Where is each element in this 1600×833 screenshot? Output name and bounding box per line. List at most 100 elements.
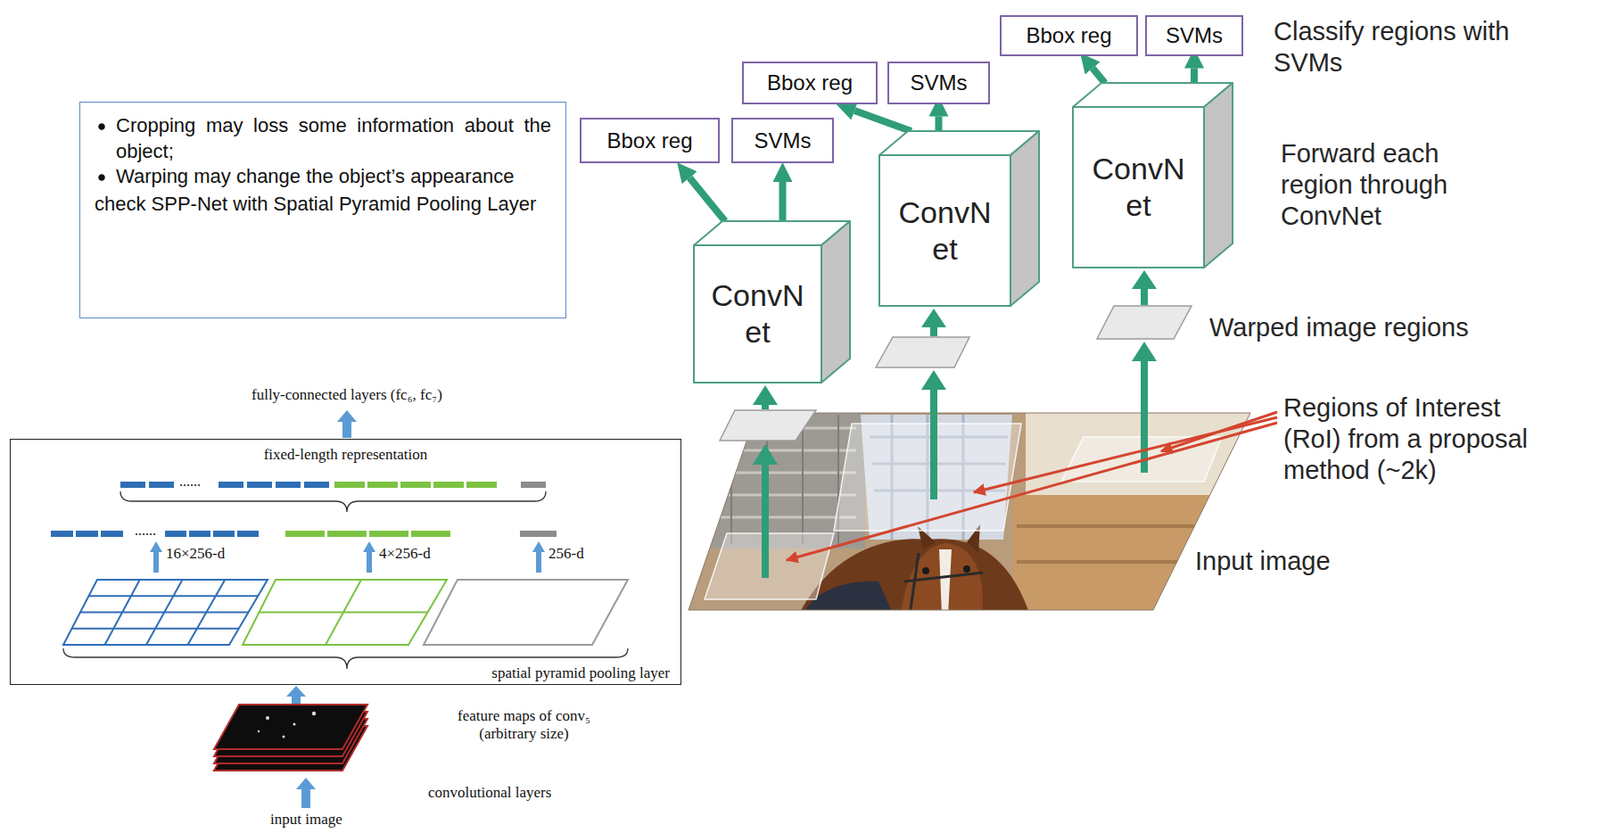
convnet-face: ConvN et <box>879 155 1011 306</box>
input-photo <box>677 405 1267 620</box>
input-photo <box>704 428 857 518</box>
flow-arrow <box>153 551 159 573</box>
flow-arrow <box>366 551 372 573</box>
flow-arrow <box>362 541 376 553</box>
label-text: Regions of Interest (RoI) from a proposa… <box>1283 392 1547 486</box>
feed-arrow <box>1131 270 1157 289</box>
leader-arrow <box>786 422 1278 561</box>
pooled-bars <box>247 481 273 488</box>
pyramid-grid <box>72 579 259 645</box>
label-text: input image <box>270 810 343 829</box>
output-box: Bbox reg <box>999 15 1139 57</box>
connector-arrow <box>1092 68 1106 84</box>
pyramid-grid <box>63 579 268 645</box>
node-text: ConvN et <box>711 277 805 351</box>
pooled-bars <box>285 530 325 537</box>
flow-arrow <box>286 685 306 697</box>
flow-arrow <box>301 788 311 809</box>
pooled-bars <box>520 481 546 488</box>
flow-arrow <box>337 410 357 422</box>
pooled-bars <box>148 481 174 488</box>
pooled-bars <box>213 530 235 537</box>
feature-maps <box>257 711 316 739</box>
convnet-block: ConvN et <box>693 221 850 383</box>
node-text: fixed-length representation <box>10 446 681 463</box>
output-box: SVMs <box>887 61 990 105</box>
label-text: Warped image regions <box>1209 312 1469 344</box>
flow-arrow <box>342 420 352 438</box>
node-text: ConvN et <box>1092 150 1186 224</box>
label-text: ...... <box>179 474 201 489</box>
connector-arrow <box>935 116 943 132</box>
convnet-block: ConvN et <box>1072 82 1233 268</box>
node-text: SVMs <box>753 128 811 154</box>
connector-arrow <box>779 181 787 222</box>
flow-arrow <box>532 541 545 553</box>
flow-arrow <box>149 410 545 809</box>
feed-arrow <box>1140 288 1148 306</box>
feed-arrow <box>1131 341 1157 362</box>
input-photo <box>904 552 983 616</box>
pooled-bars <box>466 481 497 488</box>
warped-region <box>875 337 970 368</box>
convnet-block: ConvN et <box>879 131 1040 306</box>
cube-front <box>879 155 1011 306</box>
connector-arrow <box>854 110 912 132</box>
feed-arrow <box>930 388 938 500</box>
pyramid-grid <box>242 579 447 645</box>
feed-arrow <box>752 385 778 405</box>
pooled-bars <box>367 481 398 488</box>
pooled-bars <box>189 530 211 537</box>
connector-arrow <box>1190 68 1198 84</box>
warped-region <box>719 410 817 441</box>
cube-side <box>1010 131 1040 306</box>
flow-arrow <box>296 777 316 790</box>
input-photo <box>900 543 983 616</box>
node-text: check SPP-Net with Spatial Pyramid Pooli… <box>94 191 552 218</box>
feature-maps <box>257 730 260 733</box>
pyramid-grid <box>423 579 628 645</box>
node-text: ConvN et <box>898 194 992 268</box>
label-text: 4×256-d <box>379 544 431 563</box>
pooled-bars <box>411 530 451 537</box>
input-photo <box>798 538 1031 616</box>
cube-side <box>1204 82 1233 268</box>
flow-arrow <box>149 541 163 553</box>
node-text: Warping may change the object’s appearan… <box>94 164 552 190</box>
cube-front <box>693 245 822 383</box>
input-photo <box>677 405 1267 620</box>
feed-arrow <box>752 444 778 465</box>
note-box: Cropping may loss some information about… <box>79 101 567 319</box>
output-box: Bbox reg <box>579 117 720 164</box>
node-text: SVMs <box>909 70 967 96</box>
cube-side <box>821 221 850 383</box>
flow-arrow <box>536 551 542 573</box>
feature-maps <box>293 723 297 726</box>
photo-frame <box>688 412 1251 611</box>
label-text: fully-connected layers (fc₆, fc₇) <box>251 386 443 405</box>
pooled-bars <box>120 481 146 488</box>
feature-maps <box>282 735 286 739</box>
pooled-bars <box>50 530 74 537</box>
warped-region <box>1096 305 1192 339</box>
pooled-bars <box>164 530 187 537</box>
output-box: SVMs <box>1145 15 1244 57</box>
label-text: ...... <box>134 523 157 538</box>
pooled-bars <box>218 481 244 488</box>
feature-maps <box>312 711 316 716</box>
node-text: Bbox reg <box>1025 23 1112 49</box>
label-text: Classify regions with SVMs <box>1273 16 1542 79</box>
feed-arrow <box>921 370 947 390</box>
node-text: SVMs <box>1165 23 1223 49</box>
feed-arrow <box>761 463 769 578</box>
pooled-bars <box>75 530 99 537</box>
brace <box>63 491 628 669</box>
node-text: spatial pyramid pooling layer <box>491 665 670 682</box>
output-box: SVMs <box>731 117 834 164</box>
pooled-bars <box>400 481 431 488</box>
pyramid-grid <box>63 579 628 645</box>
label-text: convolutional layers <box>428 783 552 802</box>
node-text: Bbox reg <box>767 70 853 96</box>
pooled-bars <box>304 481 330 488</box>
region-of-interest <box>833 423 1022 531</box>
